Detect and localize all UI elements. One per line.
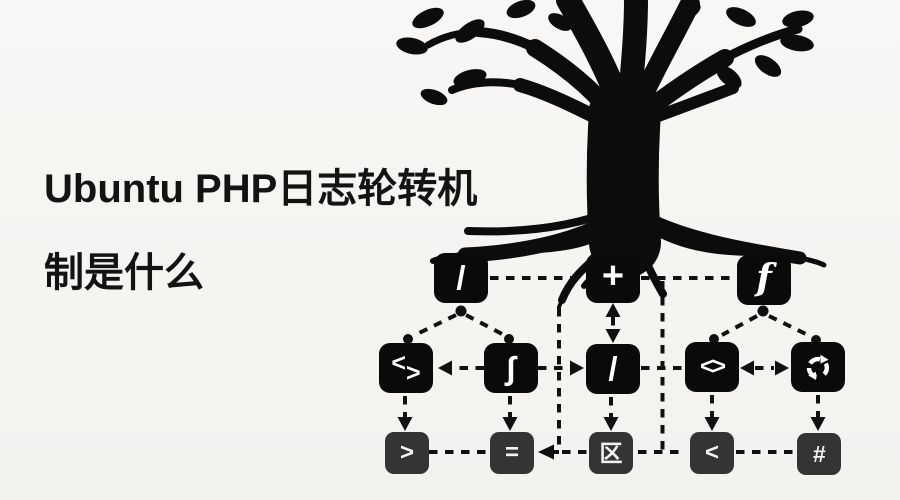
less-than-symbol: < [704, 439, 719, 466]
node-code-left: <> [379, 343, 433, 393]
plus-symbol: + [601, 255, 625, 297]
tree-illustration [396, 0, 827, 309]
code-brackets-symbol: <> [699, 353, 726, 380]
node-slash-top: / [434, 253, 488, 303]
node-integral: ∫ [484, 343, 538, 393]
recycle-icon [806, 354, 830, 380]
node-code-right: <> [685, 342, 739, 392]
node-less-than: < [690, 432, 734, 474]
integral-symbol: ∫ [506, 350, 516, 386]
slash-symbol: / [608, 349, 618, 387]
title-line-2: 制是什么 [44, 251, 204, 295]
hash-symbol: # [812, 440, 826, 467]
function-symbol: f [756, 257, 772, 299]
node-slash-mid: / [586, 344, 640, 394]
angle-open-symbol: < [391, 348, 406, 377]
greater-than-symbol: > [399, 439, 414, 466]
equals-symbol: = [504, 439, 519, 466]
title-line-1: Ubuntu PHP日志轮转机 [44, 167, 478, 211]
node-recycle [791, 342, 845, 392]
angle-close-symbol: > [406, 358, 421, 387]
node-hash: # [797, 433, 841, 475]
qu-character: 区 [599, 439, 623, 466]
node-greater-than: > [385, 432, 429, 474]
node-function: f [737, 255, 791, 305]
slash-symbol: / [456, 258, 466, 296]
node-plus: + [586, 253, 640, 303]
node-qu-glyph: 区 [589, 432, 633, 474]
node-equals: = [490, 432, 534, 474]
